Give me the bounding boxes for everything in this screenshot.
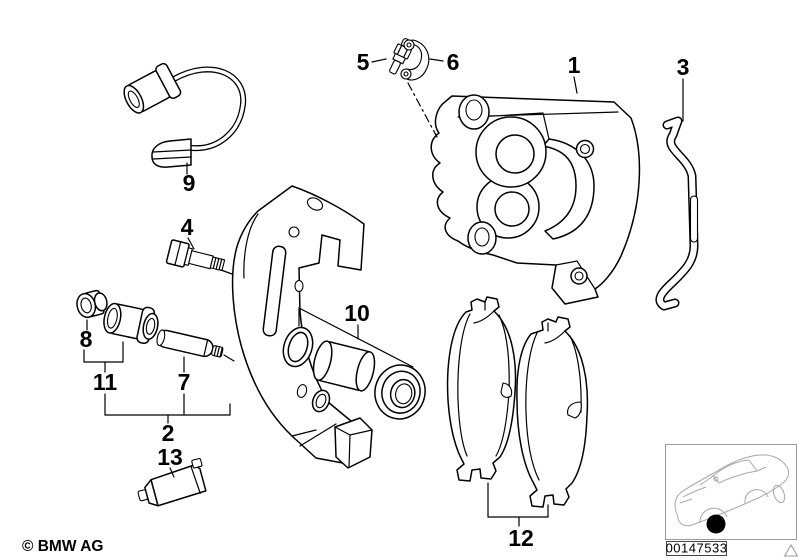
bracket-12 <box>487 482 549 527</box>
brake-pad-1 <box>446 296 517 482</box>
callout-3[interactable]: 3 <box>677 54 690 80</box>
leader-line-5-6-axis <box>407 82 438 138</box>
piston <box>312 340 376 392</box>
location-thumbnail: 00147533 <box>665 444 799 557</box>
callout-11[interactable]: 11 <box>93 369 118 395</box>
part-2-caliper-carrier <box>231 185 373 469</box>
bracket-2 <box>104 393 231 424</box>
callout-13[interactable]: 13 <box>157 444 183 470</box>
bracket-10 <box>298 307 414 368</box>
callout-8[interactable]: 8 <box>80 326 93 352</box>
callout-6[interactable]: 6 <box>447 49 460 75</box>
part-8-cap <box>76 289 108 319</box>
leader-line-4 <box>187 237 195 250</box>
leader-line-13 <box>169 467 175 478</box>
brake-pad-2 <box>516 316 589 508</box>
part-4-hex-bolt <box>165 239 226 272</box>
part-3-retaining-spring <box>655 116 699 311</box>
image-number-text: 00147533 <box>666 541 728 556</box>
callout-4[interactable]: 4 <box>181 214 194 240</box>
location-highlight-dot <box>706 514 726 534</box>
callout-7[interactable]: 7 <box>178 369 191 395</box>
pin-axis-line <box>223 354 235 362</box>
callout-2[interactable]: 2 <box>162 420 175 446</box>
callout-12[interactable]: 12 <box>508 525 534 551</box>
part-12-brake-pads <box>446 296 589 508</box>
callout-1[interactable]: 1 <box>568 52 581 78</box>
leader-line-5 <box>371 58 387 63</box>
callout-5[interactable]: 5 <box>357 49 370 75</box>
bracket-8-11 <box>83 341 124 373</box>
part-13-grease-tube <box>137 457 207 507</box>
dust-boot <box>374 364 426 420</box>
corner-triangle-icon <box>783 544 799 557</box>
part-1-brake-caliper <box>430 94 641 305</box>
bolt-axis-line <box>220 269 233 275</box>
leader-line-1 <box>573 76 578 94</box>
leader-line-6 <box>429 58 444 62</box>
copyright-text: © BMW AG <box>22 538 103 555</box>
part-11-guide-bushing <box>103 302 159 345</box>
car-icon <box>674 454 790 527</box>
thumbnail-frame <box>665 444 797 540</box>
part-6-bleeder-cap <box>400 39 430 81</box>
part-10-repair-kit <box>282 326 426 420</box>
part-7-guide-pin <box>156 329 224 358</box>
callout-10[interactable]: 10 <box>344 300 370 326</box>
piston-seal <box>282 326 314 368</box>
callout-9[interactable]: 9 <box>183 170 196 196</box>
part-9-wear-sensor <box>123 62 247 168</box>
image-number-box <box>666 541 727 556</box>
